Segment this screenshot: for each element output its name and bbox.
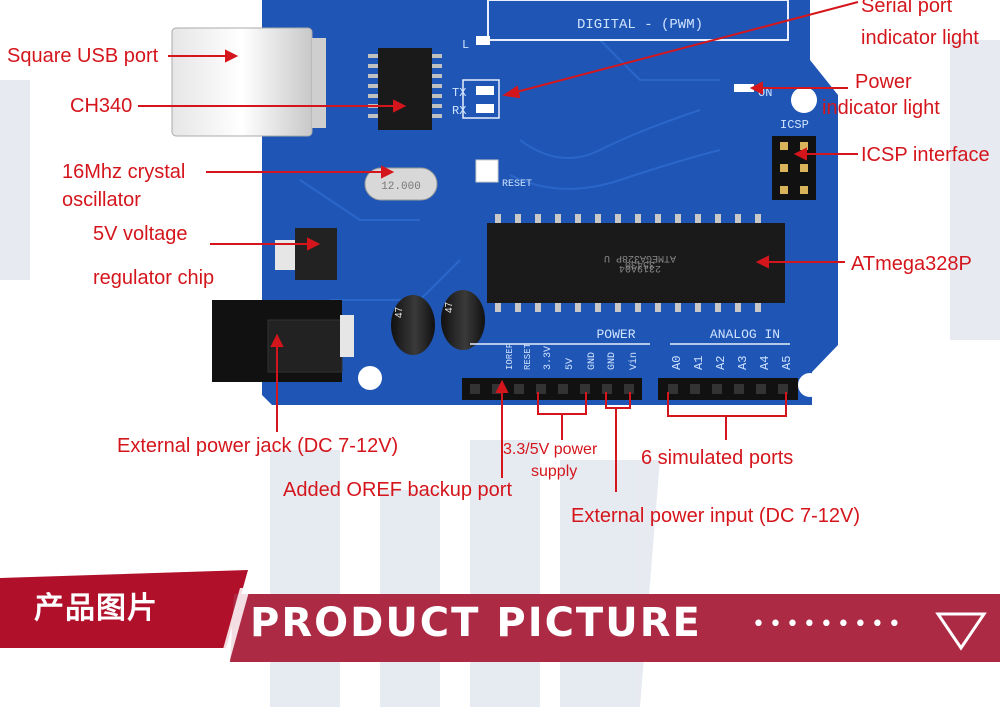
svg-text:ATMEGA328P U: ATMEGA328P U xyxy=(604,252,676,263)
power-header-label: POWER xyxy=(596,327,635,342)
serial-leds: L TX RX xyxy=(452,36,500,119)
label-atmega: ATmega328P xyxy=(851,253,972,275)
label-serial-port-sub: indicator light xyxy=(861,27,979,49)
mounting-hole xyxy=(798,373,822,397)
ch340-chip xyxy=(368,48,442,130)
power-header xyxy=(462,378,642,400)
svg-text:RX: RX xyxy=(452,104,466,118)
svg-text:IOREF: IOREF xyxy=(505,343,515,370)
svg-text:A4: A4 xyxy=(758,356,772,370)
power-jack xyxy=(212,300,354,382)
usb-port-edge xyxy=(312,38,326,128)
label-vin: External power input (DC 7-12V) xyxy=(571,505,861,527)
product-picture-banner xyxy=(0,570,1000,662)
svg-text:ICSP: ICSP xyxy=(780,118,809,132)
label-ch340: CH340 xyxy=(70,95,133,117)
label-regulator-sub: regulator chip xyxy=(93,267,215,289)
power-led xyxy=(734,84,754,92)
svg-text:A3: A3 xyxy=(736,356,750,370)
svg-text:A2: A2 xyxy=(714,356,728,370)
svg-text:TX: TX xyxy=(452,86,466,100)
label-regulator: 5V voltage xyxy=(93,223,188,245)
svg-text:47: 47 xyxy=(444,301,455,313)
capacitor: 47 xyxy=(441,290,485,350)
capacitor: 47 xyxy=(391,295,435,355)
label-power-supply-sub: supply xyxy=(531,463,578,480)
label-crystal: 16Mhz crystal xyxy=(62,161,186,183)
banner-title-cn: 产品图片 xyxy=(34,591,158,626)
usb-port xyxy=(171,27,313,137)
label-icsp: ICSP interface xyxy=(861,144,990,166)
reset-label: RESET xyxy=(502,179,532,190)
label-analog-ports: 6 simulated ports xyxy=(641,447,794,469)
svg-text:L: L xyxy=(462,38,469,52)
digital-header-text: DIGITAL - (PWM) xyxy=(577,17,703,33)
reset-button xyxy=(475,159,499,183)
svg-text:A1: A1 xyxy=(692,356,706,370)
svg-text:A0: A0 xyxy=(670,356,684,370)
atmega328p-chip: 35430 ATMEGA328P U 2319A04 xyxy=(487,214,785,312)
svg-text:3.3V: 3.3V xyxy=(543,346,554,370)
svg-text:GND: GND xyxy=(587,352,598,370)
banner-dots: ••••••••• xyxy=(752,612,905,637)
mounting-hole xyxy=(791,87,817,113)
svg-text:GND: GND xyxy=(607,352,618,370)
label-serial-port: Serial port xyxy=(861,0,953,17)
voltage-regulator xyxy=(295,228,337,280)
svg-text:2319A04: 2319A04 xyxy=(619,262,661,273)
svg-text:12.000: 12.000 xyxy=(381,181,421,193)
label-power-supply: 3.3/5V power xyxy=(503,441,598,458)
label-power-jack: External power jack (DC 7-12V) xyxy=(117,435,399,457)
label-power-indicator: Power xyxy=(855,71,912,93)
label-ioref: Added OREF backup port xyxy=(283,479,513,501)
analog-pin-labels: A0 A1 A2 A3 A4 A5 xyxy=(670,356,794,370)
svg-text:RESET: RESET xyxy=(523,342,533,370)
label-crystal-sub: oscillator xyxy=(62,189,141,211)
icsp-header: ICSP xyxy=(772,118,816,200)
analog-header xyxy=(658,378,798,400)
power-pin-labels: IOREF RESET 3.3V 5V GND GND Vin xyxy=(505,342,640,370)
analog-header-label: ANALOG IN xyxy=(710,327,780,342)
banner-title-en: PRODUCT PICTURE xyxy=(250,600,702,646)
label-usb-port: Square USB port xyxy=(7,45,159,67)
regulator-tab xyxy=(275,240,295,270)
mounting-hole xyxy=(358,366,382,390)
svg-text:5V: 5V xyxy=(565,358,576,370)
svg-text:Vin: Vin xyxy=(628,352,640,370)
svg-text:A5: A5 xyxy=(780,356,794,370)
annotation-lines xyxy=(138,1,859,492)
svg-text:47: 47 xyxy=(394,306,405,318)
label-power-indicator-sub: indicator light xyxy=(822,97,940,119)
svg-text:35430: 35430 xyxy=(625,258,655,269)
